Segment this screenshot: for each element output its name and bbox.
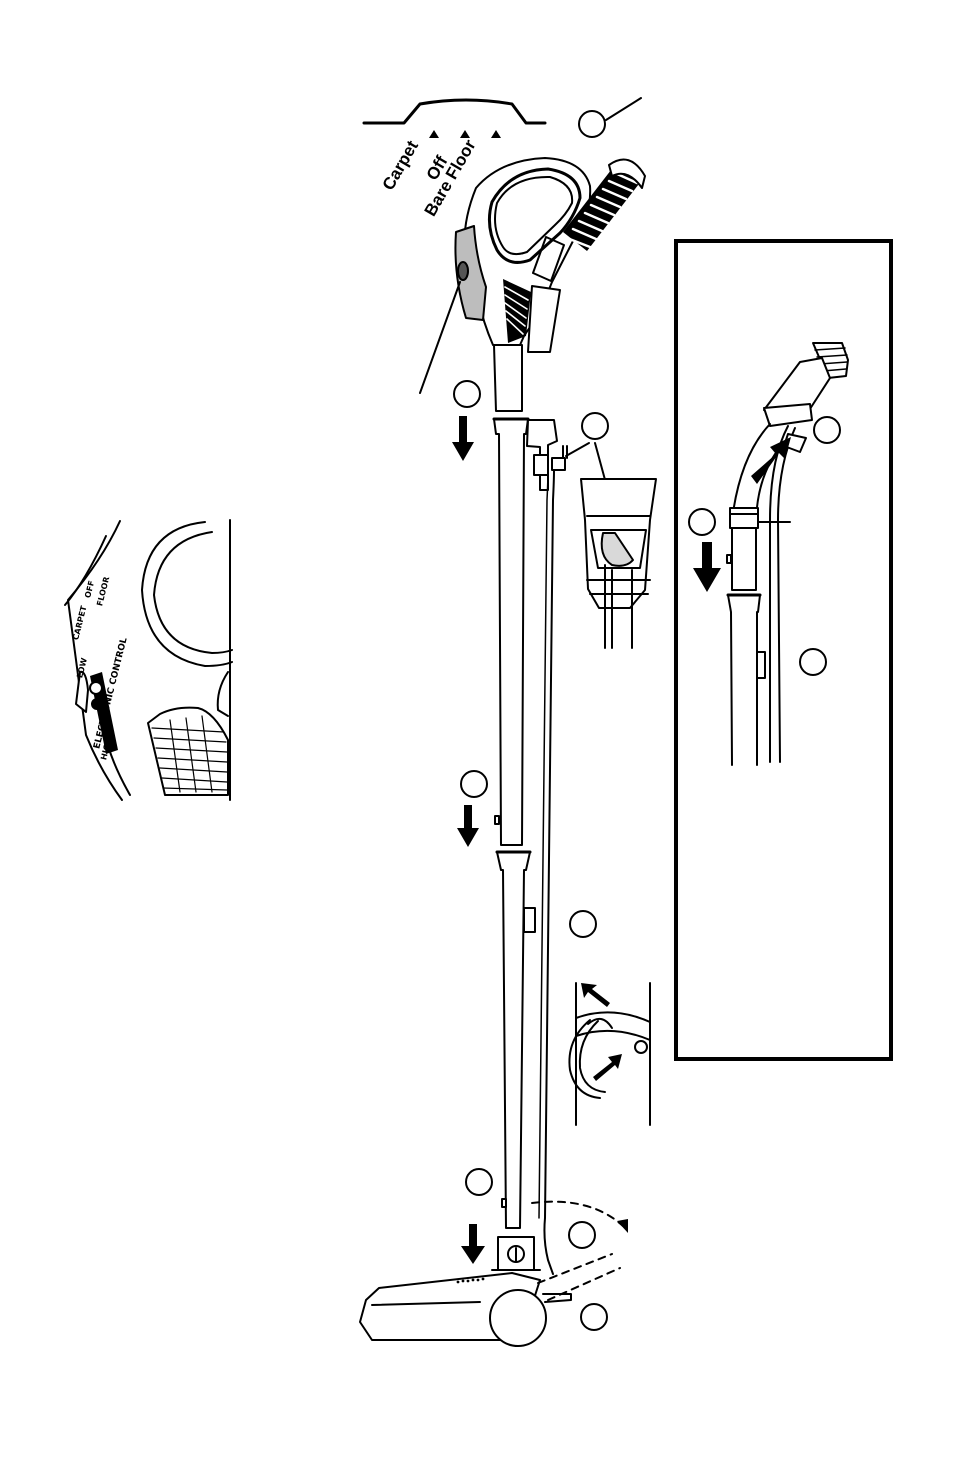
hose-top	[563, 158, 646, 251]
down-arrow-2	[457, 805, 479, 847]
dashed-arc	[531, 1200, 624, 1227]
callout-circle	[813, 416, 841, 444]
clip-detail	[580, 478, 657, 649]
dashed-arc-arrowhead	[617, 1219, 628, 1233]
hose-clip	[526, 419, 558, 491]
callout-circle	[460, 770, 488, 798]
callout-circle	[688, 508, 716, 536]
cord	[538, 445, 568, 1275]
callout-circle	[581, 412, 609, 440]
switch-detail	[64, 519, 233, 801]
cord-wrap-arrows	[581, 983, 622, 1081]
inset-drawing	[726, 342, 849, 766]
cord-wrap-detail	[568, 982, 651, 1126]
selector-slider	[362, 98, 547, 125]
leader-line-clip-a	[565, 442, 590, 457]
inset-arrow-down	[693, 542, 721, 592]
callout-circle	[465, 1168, 493, 1196]
dashed-line-b	[547, 1267, 621, 1301]
leader-line-top	[605, 97, 642, 121]
leader-line-handle	[419, 281, 461, 394]
handle	[454, 157, 592, 412]
callout-circle	[799, 648, 827, 676]
down-arrow-1	[452, 416, 474, 461]
callout-circle	[568, 1221, 596, 1249]
upper-wand	[492, 417, 530, 846]
inset-frame	[674, 239, 893, 1061]
callout-circle	[569, 910, 597, 938]
dashed-line-a	[537, 1253, 613, 1284]
callout-circle	[578, 110, 606, 138]
callout-circle	[580, 1303, 608, 1331]
callout-circle	[453, 380, 481, 408]
inset-arrow-up	[751, 437, 791, 484]
down-arrow-3	[461, 1224, 485, 1264]
nozzle-base	[359, 1236, 572, 1347]
selector-pointer-marks	[429, 130, 501, 138]
lower-wand	[495, 850, 536, 1229]
